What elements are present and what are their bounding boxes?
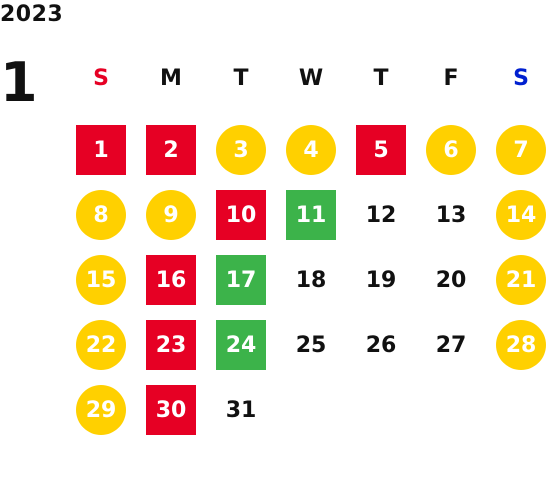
day-cell[interactable]: 12 bbox=[346, 190, 416, 240]
day-cell[interactable]: 21 bbox=[486, 255, 548, 305]
day-number: 20 bbox=[435, 267, 467, 293]
day-cell[interactable]: 7 bbox=[486, 125, 548, 175]
day-cell[interactable]: 3 bbox=[206, 125, 276, 175]
day-number: 25 bbox=[295, 332, 327, 358]
day-number: 26 bbox=[365, 332, 397, 358]
weekday-header-wednesday: W bbox=[298, 66, 324, 91]
day-cell[interactable]: 11 bbox=[276, 190, 346, 240]
day-marker-yellow: 14 bbox=[496, 190, 546, 240]
day-marker-red: 5 bbox=[356, 125, 406, 175]
day-cell[interactable]: 15 bbox=[66, 255, 136, 305]
day-cell[interactable]: 8 bbox=[66, 190, 136, 240]
day-marker-yellow: 15 bbox=[76, 255, 126, 305]
day-marker-green: 17 bbox=[216, 255, 266, 305]
day-cell[interactable]: 27 bbox=[416, 320, 486, 370]
day-marker-yellow: 21 bbox=[496, 255, 546, 305]
day-marker-yellow: 22 bbox=[76, 320, 126, 370]
day-cell[interactable]: 23 bbox=[136, 320, 206, 370]
weekday-header-thursday: T bbox=[373, 66, 389, 91]
day-cell[interactable]: 18 bbox=[276, 255, 346, 305]
weekday-header-friday: F bbox=[443, 66, 459, 91]
weekday-header-monday: M bbox=[160, 66, 182, 91]
day-cell[interactable]: 25 bbox=[276, 320, 346, 370]
day-cell[interactable]: 5 bbox=[346, 125, 416, 175]
day-marker-yellow: 9 bbox=[146, 190, 196, 240]
day-marker-green: 24 bbox=[216, 320, 266, 370]
day-marker-red: 10 bbox=[216, 190, 266, 240]
day-number: 12 bbox=[365, 202, 397, 228]
day-marker-yellow: 28 bbox=[496, 320, 546, 370]
day-cell[interactable]: 4 bbox=[276, 125, 346, 175]
day-cell[interactable]: 30 bbox=[136, 385, 206, 435]
day-number: 27 bbox=[435, 332, 467, 358]
day-marker-red: 1 bbox=[76, 125, 126, 175]
day-cell[interactable]: 14 bbox=[486, 190, 548, 240]
day-marker-red: 16 bbox=[146, 255, 196, 305]
day-cell[interactable]: 9 bbox=[136, 190, 206, 240]
day-number: 31 bbox=[225, 397, 257, 423]
day-cell[interactable]: 29 bbox=[66, 385, 136, 435]
weekday-header-sunday: S bbox=[93, 66, 109, 91]
day-cell[interactable]: 31 bbox=[206, 385, 276, 435]
day-marker-red: 23 bbox=[146, 320, 196, 370]
day-marker-red: 30 bbox=[146, 385, 196, 435]
day-marker-yellow: 8 bbox=[76, 190, 126, 240]
day-cell[interactable]: 20 bbox=[416, 255, 486, 305]
day-number: 19 bbox=[365, 267, 397, 293]
day-marker-yellow: 7 bbox=[496, 125, 546, 175]
day-marker-yellow: 3 bbox=[216, 125, 266, 175]
day-cell[interactable]: 2 bbox=[136, 125, 206, 175]
day-marker-yellow: 29 bbox=[76, 385, 126, 435]
day-cell[interactable]: 10 bbox=[206, 190, 276, 240]
day-cell[interactable]: 17 bbox=[206, 255, 276, 305]
day-cell[interactable]: 24 bbox=[206, 320, 276, 370]
day-cell[interactable]: 28 bbox=[486, 320, 548, 370]
day-marker-yellow: 4 bbox=[286, 125, 336, 175]
day-cell[interactable]: 22 bbox=[66, 320, 136, 370]
day-cell[interactable]: 6 bbox=[416, 125, 486, 175]
day-marker-yellow: 6 bbox=[426, 125, 476, 175]
day-cell[interactable]: 1 bbox=[66, 125, 136, 175]
day-cell[interactable]: 26 bbox=[346, 320, 416, 370]
day-number: 18 bbox=[295, 267, 327, 293]
day-marker-green: 11 bbox=[286, 190, 336, 240]
weekday-header-tuesday: T bbox=[233, 66, 249, 91]
weekday-header-saturday: S bbox=[513, 66, 529, 91]
day-number: 13 bbox=[435, 202, 467, 228]
day-cell[interactable]: 19 bbox=[346, 255, 416, 305]
day-cell[interactable]: 13 bbox=[416, 190, 486, 240]
month-number: 1 bbox=[0, 51, 38, 114]
year-label: 2023 bbox=[0, 2, 64, 27]
day-marker-red: 2 bbox=[146, 125, 196, 175]
day-cell[interactable]: 16 bbox=[136, 255, 206, 305]
